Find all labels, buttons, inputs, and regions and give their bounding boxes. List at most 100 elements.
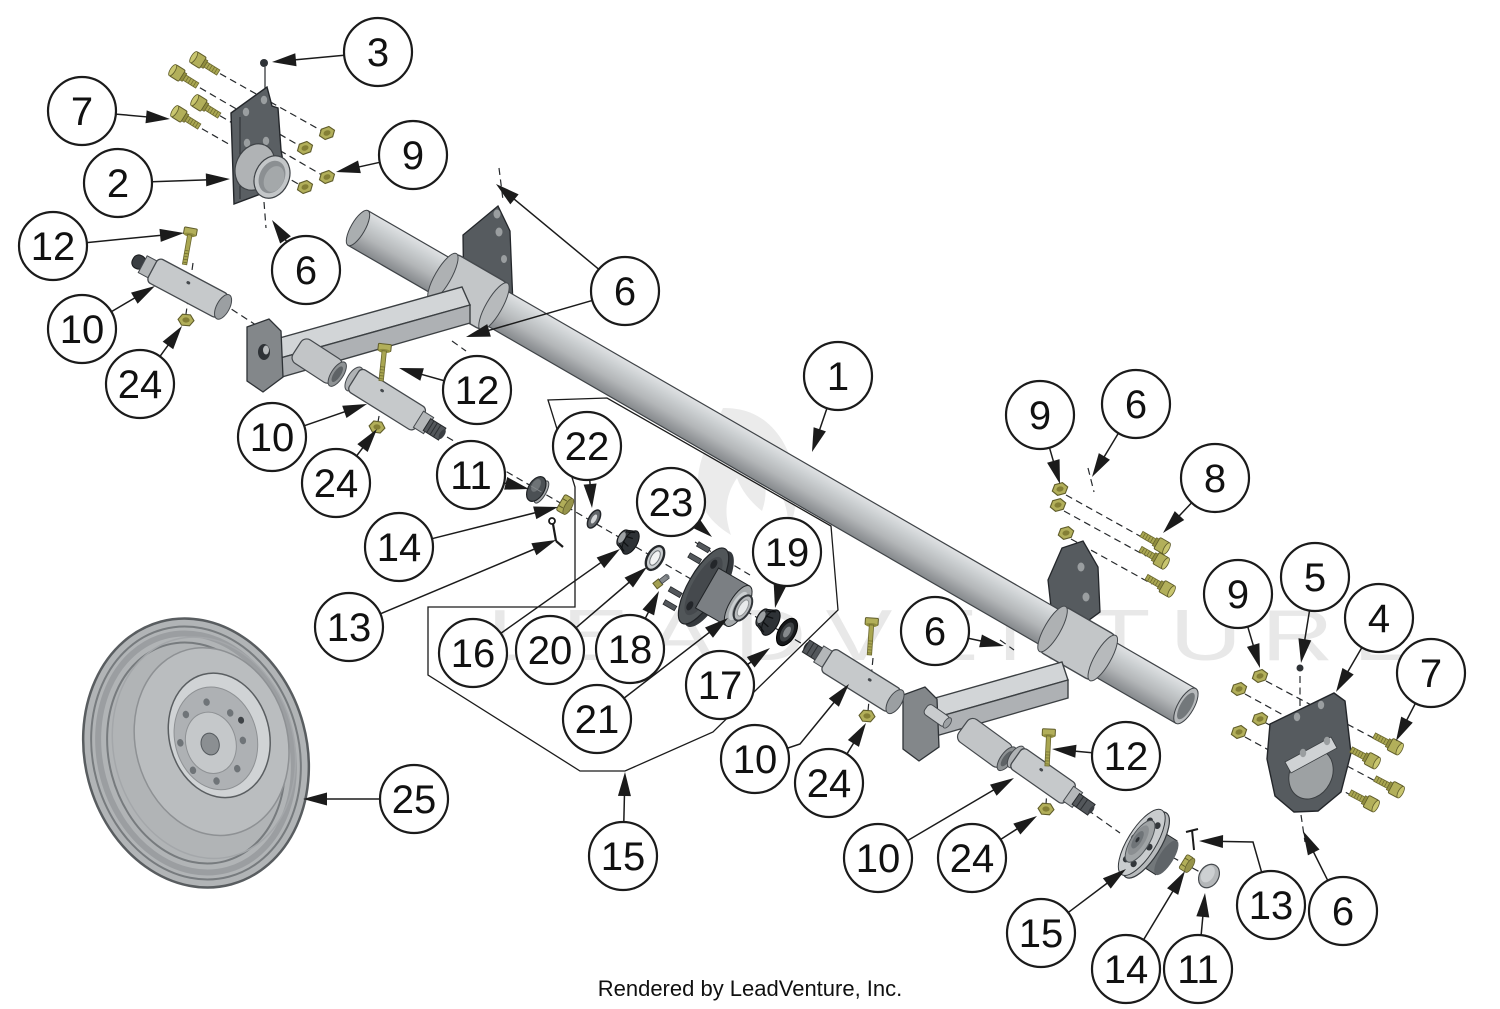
callout-balloon[interactable]	[936, 822, 1008, 894]
callout-balloon[interactable]	[802, 340, 874, 412]
callout-9[interactable]: 9	[1004, 379, 1076, 484]
callout-20[interactable]: 20	[514, 567, 647, 686]
callout-balloon[interactable]	[551, 410, 623, 482]
callout-balloon[interactable]	[561, 683, 633, 755]
callout-17[interactable]: 17	[684, 648, 770, 721]
callout-balloon[interactable]	[793, 747, 865, 819]
callout-balloon[interactable]	[363, 511, 435, 583]
callout-balloon[interactable]	[684, 649, 756, 721]
callout-13[interactable]: 13	[1199, 834, 1307, 941]
leader-arrowhead	[1199, 834, 1224, 848]
callout-14[interactable]: 14	[363, 506, 558, 583]
callout-balloon[interactable]	[842, 822, 914, 894]
callout-balloon[interactable]	[46, 75, 118, 147]
hex-nut-9	[317, 124, 337, 142]
callout-balloon[interactable]	[1100, 368, 1172, 440]
callout-2[interactable]: 2	[82, 147, 230, 219]
callout-balloon[interactable]	[1090, 933, 1162, 1005]
callout-number: 11	[1177, 948, 1219, 992]
callout-number: 10	[250, 416, 295, 460]
callout-15[interactable]: 15	[587, 772, 659, 892]
callout-balloon[interactable]	[635, 466, 707, 538]
callout-10[interactable]: 10	[842, 778, 1014, 894]
bolt-3-end-view	[260, 59, 268, 88]
callout-balloon[interactable]	[342, 16, 414, 88]
callout-10[interactable]: 10	[236, 401, 367, 473]
callout-balloon[interactable]	[1162, 933, 1234, 1005]
callout-balloon[interactable]	[589, 255, 661, 327]
callout-balloon[interactable]	[82, 147, 154, 219]
callout-7[interactable]: 7	[1395, 637, 1467, 741]
callout-21[interactable]: 21	[561, 618, 728, 755]
callout-18[interactable]: 18	[594, 591, 666, 685]
callout-25[interactable]: 25	[303, 763, 450, 835]
leader-arrowhead	[705, 618, 728, 638]
callout-balloon[interactable]	[1090, 720, 1162, 792]
callout-balloon[interactable]	[300, 447, 372, 519]
callout-balloon[interactable]	[441, 354, 513, 426]
callout-balloon[interactable]	[17, 210, 89, 282]
callout-14[interactable]: 14	[1090, 871, 1185, 1005]
callout-6[interactable]: 6	[899, 595, 1004, 667]
callout-6[interactable]: 6	[270, 220, 342, 306]
callout-balloon[interactable]	[594, 613, 666, 685]
callout-balloon[interactable]	[899, 595, 971, 667]
leader-line	[817, 407, 828, 434]
leader-arrowhead	[131, 286, 155, 304]
callout-1[interactable]: 1	[802, 340, 874, 452]
callout-11[interactable]: 11	[1162, 893, 1234, 1005]
leader-arrowhead	[1163, 511, 1185, 533]
callout-balloon[interactable]	[1004, 379, 1076, 451]
callout-9[interactable]: 9	[1202, 558, 1274, 668]
leader-arrowhead	[617, 772, 631, 797]
callout-16[interactable]: 16	[437, 549, 620, 689]
leader-arrowhead	[1167, 871, 1185, 895]
callout-24[interactable]: 24	[793, 723, 866, 819]
callout-balloon[interactable]	[1235, 869, 1307, 941]
callout-balloon[interactable]	[1202, 558, 1274, 630]
callout-24[interactable]: 24	[104, 326, 182, 420]
callout-balloon[interactable]	[587, 820, 659, 892]
callout-24[interactable]: 24	[300, 429, 377, 519]
callout-11[interactable]: 11	[435, 439, 529, 511]
callout-balloon[interactable]	[1395, 637, 1467, 709]
callout-balloon[interactable]	[236, 401, 308, 473]
callout-10[interactable]: 10	[46, 286, 155, 365]
callout-balloon[interactable]	[1005, 897, 1077, 969]
leader-arrowhead	[357, 429, 377, 453]
callout-3[interactable]: 3	[272, 16, 414, 88]
callout-10[interactable]: 10	[719, 684, 849, 795]
callout-balloon[interactable]	[104, 348, 176, 420]
callout-balloon[interactable]	[437, 617, 509, 689]
callout-13[interactable]: 13	[313, 540, 556, 663]
callout-balloon[interactable]	[1279, 541, 1351, 613]
callout-15[interactable]: 15	[1005, 869, 1126, 969]
callout-balloon[interactable]	[378, 763, 450, 835]
callout-6[interactable]: 6	[466, 184, 661, 337]
callout-balloon[interactable]	[1179, 442, 1251, 514]
callout-6[interactable]: 6	[1303, 831, 1379, 947]
callout-8[interactable]: 8	[1163, 442, 1251, 533]
callout-12[interactable]: 12	[17, 210, 184, 282]
callout-balloon[interactable]	[313, 591, 385, 663]
callout-19[interactable]: 19	[751, 516, 823, 608]
callout-6[interactable]: 6	[1092, 368, 1172, 477]
callout-12[interactable]: 12	[1052, 720, 1162, 792]
callout-12[interactable]: 12	[399, 354, 513, 426]
callout-24[interactable]: 24	[936, 816, 1037, 894]
callout-4[interactable]: 4	[1336, 582, 1415, 692]
callout-23[interactable]: 23	[635, 466, 712, 538]
callout-balloon[interactable]	[751, 516, 823, 588]
callout-balloon[interactable]	[514, 614, 586, 686]
callout-balloon[interactable]	[46, 293, 118, 365]
callout-22[interactable]: 22	[551, 410, 623, 508]
callout-9[interactable]: 9	[336, 119, 449, 191]
callout-balloon[interactable]	[270, 234, 342, 306]
callout-balloon[interactable]	[719, 723, 791, 795]
callout-balloon[interactable]	[377, 119, 449, 191]
callout-balloon[interactable]	[1307, 875, 1379, 947]
callout-balloon[interactable]	[1343, 582, 1415, 654]
callout-7[interactable]: 7	[46, 75, 170, 147]
callout-balloon[interactable]	[435, 439, 507, 511]
callout-5[interactable]: 5	[1279, 541, 1351, 663]
